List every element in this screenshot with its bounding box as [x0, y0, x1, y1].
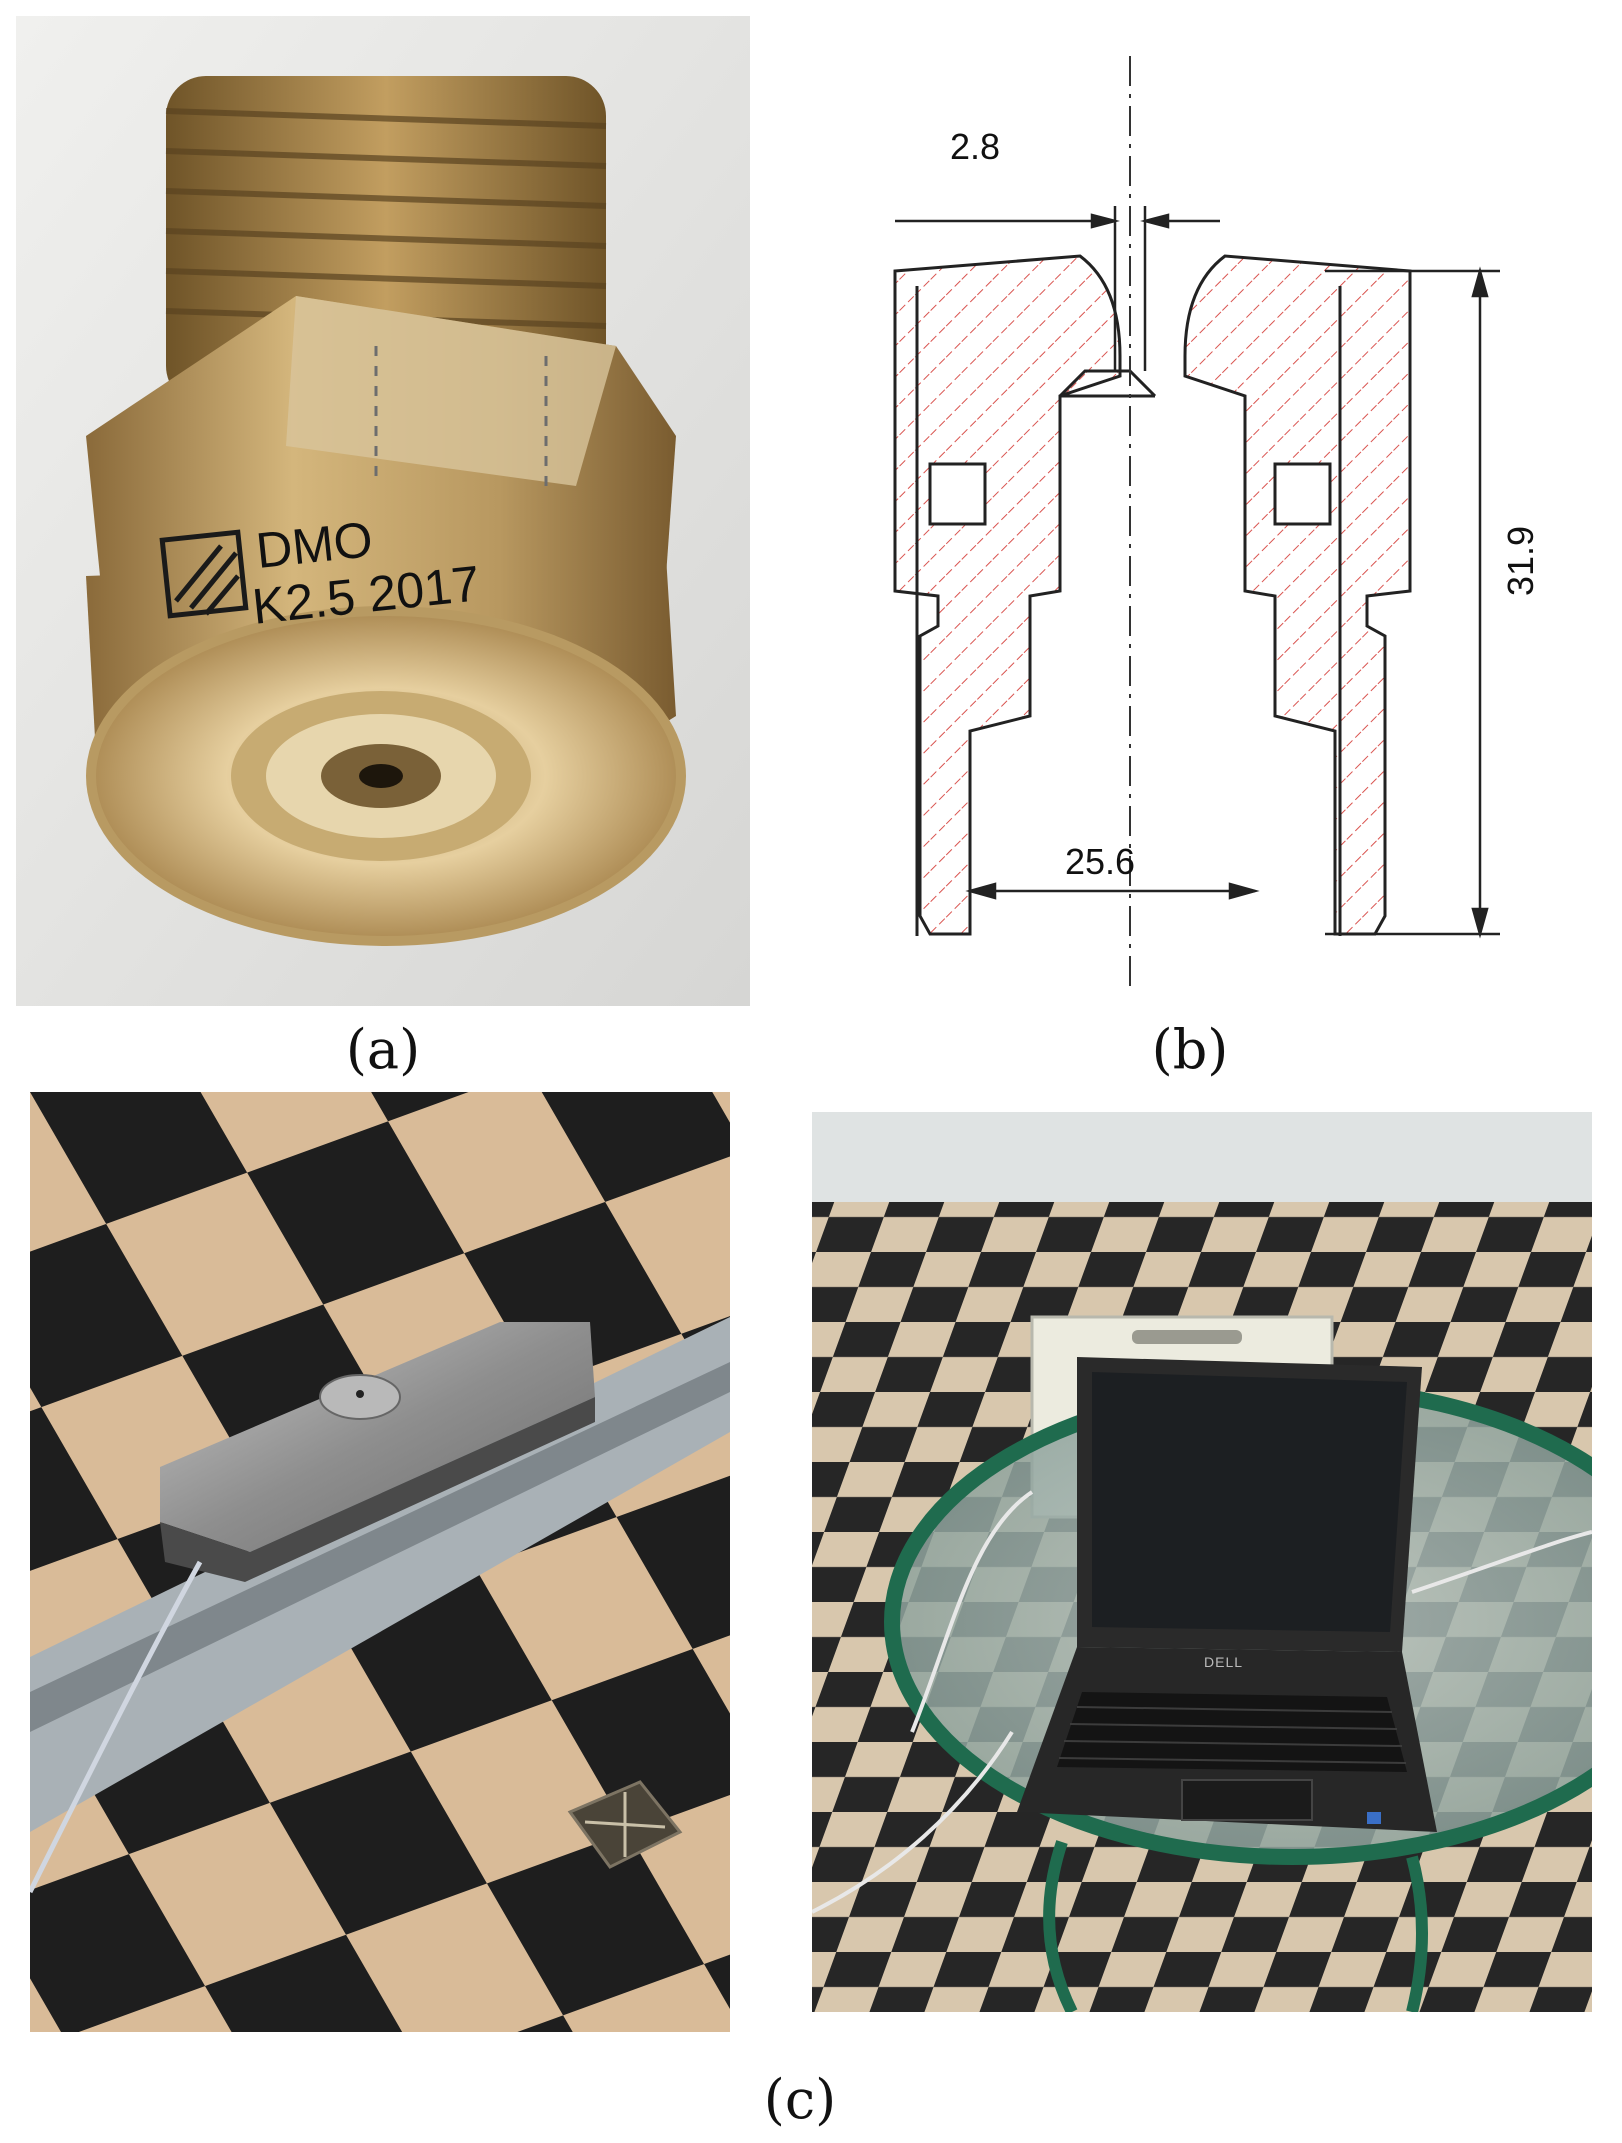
cross-section-drawing — [893, 56, 1500, 986]
caption-c: (c) — [763, 2068, 837, 2131]
section-left-half — [893, 254, 1122, 936]
caption-a: (a) — [345, 1018, 421, 1081]
caption-b: (b) — [1151, 1018, 1229, 1081]
dim-label-height: 31.9 — [1500, 525, 1541, 596]
carriage-block — [160, 1322, 595, 1582]
nozzle-photo: DMO K2.5 2017 — [16, 16, 750, 1006]
cable — [30, 1560, 203, 1894]
laptop-brand: DELL — [1204, 1654, 1244, 1670]
dimension-31-9 — [1325, 266, 1500, 939]
nozzle-illustration — [16, 16, 750, 1006]
manufacturer-logo — [159, 529, 249, 619]
laptop-illustration — [812, 1112, 1592, 2012]
dim-label-top: 2.8 — [950, 126, 1001, 167]
laptop-photo: DELL — [812, 1112, 1592, 2012]
dimension-25-6 — [965, 882, 1260, 900]
section-right-half — [1183, 254, 1412, 936]
rail-illustration — [30, 1092, 730, 2032]
floor-drain — [567, 1780, 683, 1869]
dimension-2-8 — [895, 213, 1220, 229]
dim-label-bottom: 25.6 — [1065, 841, 1136, 882]
technical-drawing: 2.8 25.6 31.9 — [820, 16, 1610, 1006]
nozzle-body — [86, 556, 686, 946]
laptop — [1017, 1357, 1437, 1832]
hex-section — [86, 296, 676, 636]
rail-photo — [30, 1092, 730, 2032]
